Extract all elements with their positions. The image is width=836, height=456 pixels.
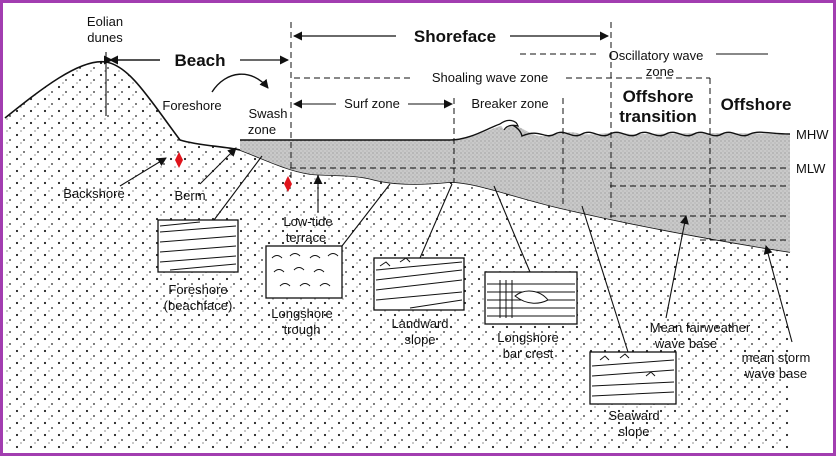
label-backshore: Backshore	[63, 186, 124, 201]
label-seaward-2: slope	[618, 424, 649, 439]
red-marker-terrace	[284, 176, 292, 192]
label-offshore-transition-1: Offshore	[623, 87, 694, 106]
label-barcrest-2: bar crest	[503, 346, 554, 361]
label-mlw: MLW	[796, 161, 826, 176]
label-landward-2: slope	[404, 332, 435, 347]
label-low-tide-1: Low-tide	[283, 214, 332, 229]
water-body	[240, 124, 790, 252]
label-surf: Surf zone	[344, 96, 400, 111]
label-swash-1: Swash	[248, 106, 287, 121]
label-storm-2: wave base	[744, 366, 807, 381]
leader-seaward	[581, 205, 629, 353]
label-fairweather-2: wave base	[654, 336, 717, 351]
label-mhw: MHW	[796, 127, 829, 142]
label-trough-2: trough	[284, 322, 321, 337]
fairweather-pointer	[665, 215, 689, 319]
label-oscillatory-2: zone	[646, 64, 674, 79]
label-foreshore: Foreshore	[162, 98, 221, 113]
label-foreshore-box-2: (beachface)	[164, 298, 233, 313]
berm-pointer	[199, 147, 237, 185]
breaking-wave	[499, 119, 519, 131]
label-fairweather-1: Mean fairweather	[650, 320, 751, 335]
label-shoreface: Shoreface	[414, 27, 496, 46]
leader-landward	[419, 183, 453, 259]
seaward-structure-box	[589, 351, 677, 405]
label-breaker: Breaker zone	[471, 96, 548, 111]
leader-foreshore	[213, 155, 263, 221]
storm-pointer	[763, 245, 793, 343]
label-landward-1: Landward	[391, 316, 448, 331]
backshore-pointer	[119, 157, 167, 187]
water-surface	[240, 122, 791, 141]
label-eolian-1: Eolian	[87, 14, 123, 29]
landward-structure-box	[373, 257, 465, 311]
label-eolian-2: dunes	[87, 30, 123, 45]
leader-trough	[341, 183, 391, 247]
label-foreshore-box-1: Foreshore	[168, 282, 227, 297]
trough-structure-box	[265, 245, 343, 299]
label-beach: Beach	[174, 51, 225, 70]
red-marker-backshore	[175, 152, 183, 168]
label-berm: Berm	[174, 188, 205, 203]
label-low-tide-2: terrace	[286, 230, 326, 245]
label-shoaling: Shoaling wave zone	[432, 70, 548, 85]
label-offshore: Offshore	[721, 95, 792, 114]
label-trough-1: Longshore	[271, 306, 332, 321]
barcrest-structure-box	[484, 271, 578, 325]
label-barcrest-1: Longshore	[497, 330, 558, 345]
leader-barcrest	[493, 185, 531, 273]
label-oscillatory-1: Oscillatory wave	[609, 48, 704, 63]
foreshore-swash-arrow	[211, 73, 269, 93]
label-storm-1: mean storm	[742, 350, 811, 365]
foreshore-structure-box	[157, 219, 239, 273]
label-seaward-1: Seaward	[608, 408, 659, 423]
label-swash-2: zone	[248, 122, 276, 137]
label-offshore-transition-2: transition	[619, 107, 696, 126]
